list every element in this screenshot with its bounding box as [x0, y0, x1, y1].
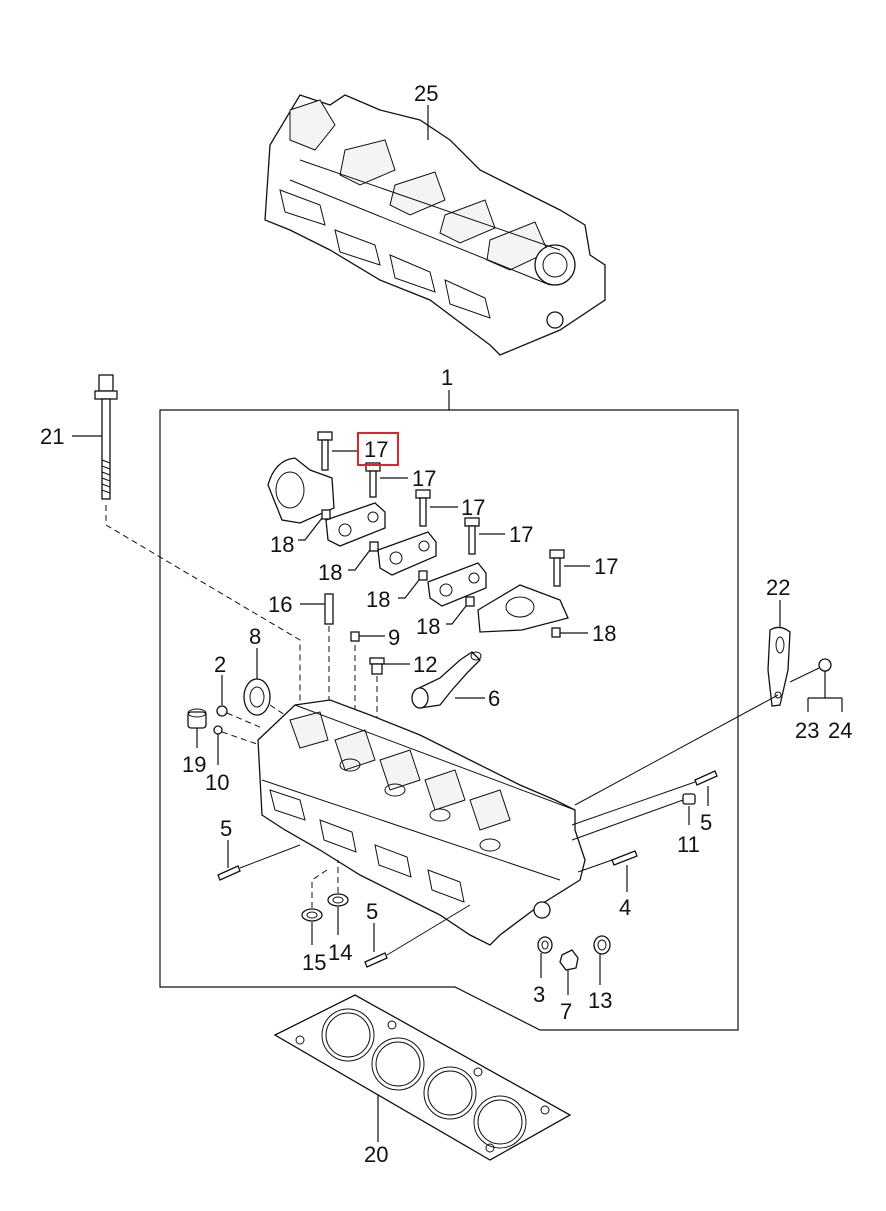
- leader-15-dashed: [311, 867, 331, 908]
- callout-17d: 17: [509, 522, 533, 547]
- callout-14: 14: [328, 940, 352, 965]
- callout-17-highlighted: 17: [364, 437, 388, 462]
- callout-4: 4: [619, 895, 631, 920]
- callout-18c: 18: [366, 587, 390, 612]
- callout-22: 22: [766, 575, 790, 600]
- cup-19-illustration: [187, 708, 207, 729]
- callout-11: 11: [677, 832, 700, 857]
- callout-23: 23: [795, 718, 819, 743]
- bracket-22-illustration: [767, 626, 791, 707]
- part-2-illustration: [216, 705, 228, 717]
- callout-9: 9: [388, 625, 400, 650]
- callout-7: 7: [560, 999, 572, 1024]
- callout-21: 21: [40, 424, 64, 449]
- callout-1: 1: [441, 365, 453, 390]
- callout-18a: 18: [270, 532, 294, 557]
- callout-2: 2: [214, 652, 226, 677]
- callout-24: 24: [828, 718, 852, 743]
- callout-17c: 17: [461, 495, 485, 520]
- callout-16: 16: [268, 592, 292, 617]
- cylinder-head-assembly-illustration: [264, 94, 606, 356]
- camshaft-caps-illustration: [267, 457, 569, 633]
- leader-5c-to-head: [386, 904, 471, 956]
- callout-5a: 5: [220, 816, 232, 841]
- oil-seal-8-illustration: [243, 678, 271, 716]
- part-10-illustration: [213, 725, 223, 735]
- dowel-pins-illustration: [321, 509, 561, 638]
- callout-3: 3: [533, 982, 545, 1007]
- callout-19: 19: [182, 752, 206, 777]
- leader-21-dashed: [105, 505, 301, 715]
- callout-8: 8: [249, 624, 261, 649]
- callout-6: 6: [488, 686, 500, 711]
- callout-18d: 18: [416, 614, 440, 639]
- plugs-3-7-13-illustration: [537, 935, 611, 971]
- leader-2-dashed: [226, 712, 263, 729]
- bolt-23-24-illustration: [789, 658, 832, 683]
- leader-11-to-head: [571, 799, 684, 841]
- part-1-group-outline: [159, 409, 739, 1031]
- callout-13: 13: [588, 988, 612, 1013]
- plug-12-illustration: [369, 657, 385, 675]
- cylinder-head-illustration: [257, 699, 586, 946]
- callout-18e: 18: [592, 621, 616, 646]
- head-bolt-illustration: [94, 374, 118, 500]
- callout-10: 10: [205, 770, 229, 795]
- leader-22-to-head: [574, 694, 779, 806]
- callout-5b: 5: [700, 810, 712, 835]
- callout-18b: 18: [318, 560, 342, 585]
- stud-4-illustration: [611, 850, 638, 866]
- callout-20: 20: [364, 1142, 388, 1167]
- callout-12: 12: [413, 652, 437, 677]
- callout-25: 25: [414, 81, 438, 106]
- leader-18d: [446, 605, 467, 625]
- leader-5a-to-head: [239, 844, 301, 869]
- dowel-9-illustration: [350, 631, 360, 642]
- outlet-fitting-6-illustration: [411, 651, 482, 709]
- head-gasket-illustration: [273, 994, 572, 1161]
- cup-11-illustration: [682, 793, 696, 805]
- cam-cap-bolts-illustration: [317, 431, 565, 587]
- callout-15: 15: [302, 950, 326, 975]
- leader-4-to-head: [577, 859, 613, 873]
- leader-10-dashed: [221, 731, 261, 746]
- callout-5c: 5: [366, 899, 378, 924]
- washers-14-15-illustration: [301, 893, 349, 922]
- callout-17e: 17: [594, 554, 618, 579]
- callout-17b: 17: [412, 466, 436, 491]
- leader-18b: [348, 549, 371, 571]
- leader-23-24: [807, 671, 843, 712]
- highlighted-callout-box: [357, 432, 399, 466]
- leader-18c: [398, 579, 420, 599]
- leader-5b-to-head: [571, 781, 696, 826]
- leader-18a: [298, 517, 323, 541]
- studs-5-illustration: [217, 770, 718, 968]
- pin-16-illustration: [324, 593, 334, 625]
